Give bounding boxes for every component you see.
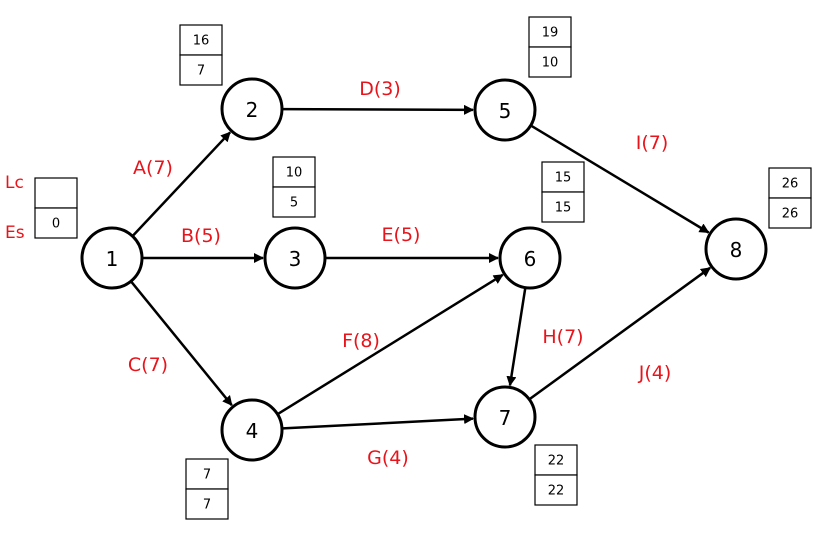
node-label: 1 <box>106 247 119 271</box>
time-box-top-cell <box>185 458 229 490</box>
es-value: 7 <box>203 498 211 513</box>
time-box-top-cell <box>768 167 812 199</box>
node-circle <box>473 78 537 142</box>
legend-lc-label: Lc <box>5 173 24 193</box>
time-box-bottom-cell <box>185 488 229 520</box>
edge-arrow-5-8 <box>530 124 710 234</box>
edge-arrow-1-2 <box>132 131 231 237</box>
time-box-node-4: 77 <box>185 458 229 520</box>
node-5: 5 <box>473 78 537 142</box>
node-2: 2 <box>220 77 284 141</box>
lc-value: 15 <box>555 171 572 186</box>
activity-label-5-8: I(7) <box>636 132 669 154</box>
node-label: 5 <box>499 99 512 123</box>
edges-layer <box>130 104 711 430</box>
node-circle <box>80 226 144 290</box>
es-value: 15 <box>555 201 572 216</box>
activity-label-1-4: C(7) <box>128 354 168 376</box>
node-8: 8 <box>704 217 768 281</box>
edge-arrow-1-4 <box>130 281 233 406</box>
node-4: 4 <box>220 398 284 462</box>
activity-label-3-6: E(5) <box>382 224 421 246</box>
lc-value: 19 <box>542 26 559 41</box>
es-value: 0 <box>52 217 60 232</box>
es-value: 22 <box>548 484 565 499</box>
node-label: 6 <box>524 247 537 271</box>
lc-value: 7 <box>203 468 211 483</box>
node-7: 7 <box>473 385 537 449</box>
node-1: 1 <box>80 226 144 290</box>
activity-label-4-7: G(4) <box>367 447 409 469</box>
es-value: 10 <box>542 56 559 71</box>
legend: Lc Es <box>5 173 25 243</box>
edge-arrow-2-5 <box>282 104 475 115</box>
time-box-top-cell <box>541 161 585 193</box>
time-box-bottom-cell <box>528 46 572 78</box>
nodes-layer: 1 2 3 4 5 6 7 8 <box>80 77 768 462</box>
activity-label-2-5: D(3) <box>359 78 401 100</box>
time-box-node-2: 16 7 <box>179 24 223 86</box>
activity-label-4-6: F(8) <box>342 330 380 352</box>
activity-label-1-2: A(7) <box>133 157 173 179</box>
lc-value: 22 <box>548 454 565 469</box>
es-value: 7 <box>197 64 205 79</box>
time-box-top-cell <box>34 177 78 209</box>
node-circle <box>704 217 768 281</box>
time-box-top-cell <box>528 16 572 48</box>
edge-arrow-4-7 <box>282 414 475 430</box>
time-box-top-cell <box>179 24 223 56</box>
time-box-node-1: 0 <box>34 177 78 239</box>
node-label: 2 <box>246 98 259 122</box>
node-3: 3 <box>263 226 327 290</box>
activity-label-7-8: J(4) <box>638 362 672 384</box>
node-circle <box>263 226 327 290</box>
lc-value: 10 <box>286 166 303 181</box>
time-box-bottom-cell <box>534 474 578 506</box>
edge-labels-layer: A(7) B(5) C(7) D(3) E(5) F(8) G(4) H(7) I(7) J(4) <box>128 78 671 469</box>
node-circle <box>220 398 284 462</box>
lc-value: 16 <box>193 34 210 49</box>
time-box-top-cell <box>272 156 316 188</box>
activity-label-6-7: H(7) <box>542 326 583 348</box>
time-box-node-8: 26 26 <box>768 167 812 229</box>
edge-arrow-7-8 <box>529 266 711 400</box>
time-box-bottom-cell <box>541 191 585 223</box>
time-box-bottom-cell <box>34 207 78 239</box>
node-6: 6 <box>498 226 562 290</box>
node-label: 8 <box>730 238 743 262</box>
time-box-bottom-cell <box>272 186 316 218</box>
node-circle <box>498 226 562 290</box>
time-box-bottom-cell <box>768 197 812 229</box>
time-box-node-7: 22 22 <box>534 444 578 506</box>
lc-value: 26 <box>782 177 799 192</box>
legend-es-label: Es <box>5 223 25 243</box>
edge-arrow-6-7 <box>506 288 527 387</box>
es-value: 26 <box>782 207 799 222</box>
time-box-top-cell <box>534 444 578 476</box>
edge-arrow-4-6 <box>277 273 504 415</box>
es-value: 5 <box>290 196 298 211</box>
time-box-bottom-cell <box>179 54 223 86</box>
time-box-node-3: 10 5 <box>272 156 316 218</box>
node-circle <box>473 385 537 449</box>
node-label: 7 <box>499 406 512 430</box>
node-label: 4 <box>246 419 259 443</box>
node-label: 3 <box>289 247 302 271</box>
activity-label-1-3: B(5) <box>181 225 221 247</box>
node-circle <box>220 77 284 141</box>
